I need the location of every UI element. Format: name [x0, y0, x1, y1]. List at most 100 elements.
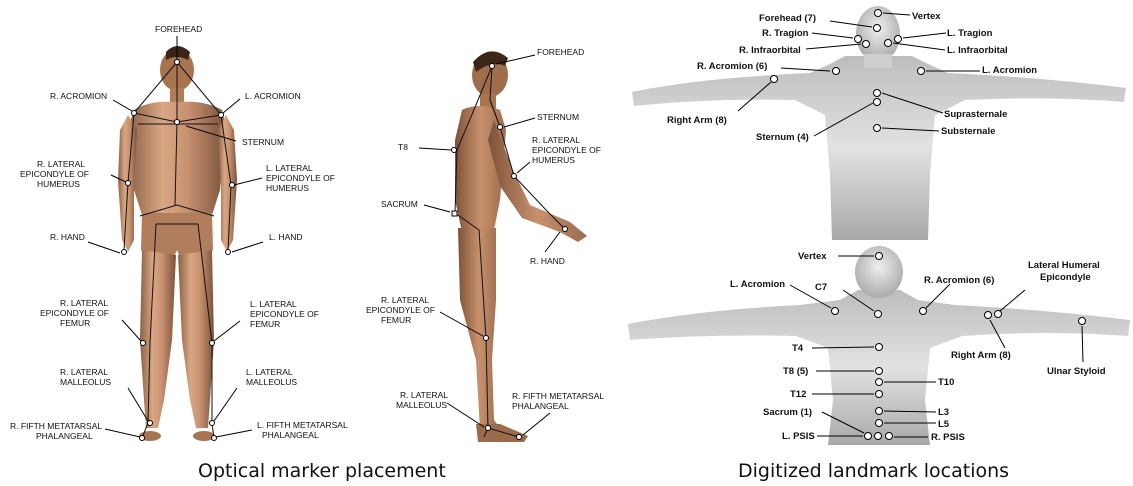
label-r-fifth-meta-2: PHALANGEAL — [36, 431, 93, 441]
label-l-acromion: L. Acromion — [982, 65, 1037, 76]
label-r-lat-epi-femur-1: R. LATERAL — [381, 295, 429, 305]
marker — [486, 426, 491, 431]
side-figure-body — [455, 51, 587, 442]
marker — [498, 125, 503, 130]
label-r-lat-epi-femur-3: FEMUR — [381, 315, 411, 325]
marker — [876, 391, 883, 398]
label-suprasternale: Suprasternale — [944, 109, 1007, 120]
marker — [832, 308, 839, 315]
label-t12: T12 — [790, 389, 806, 400]
label-t4: T4 — [792, 343, 804, 354]
back-torso: Vertex L. Acromion C7 R. Acromion (6) La… — [628, 246, 1130, 445]
marker — [876, 420, 883, 427]
front-figure: FOREHEAD R. ACROMION L. ACROMION STERNUM… — [10, 24, 348, 441]
marker — [876, 408, 883, 415]
front-torso: Forehead (7) Vertex R. Tragion L. Tragio… — [632, 6, 1126, 240]
label-vertex: Vertex — [798, 251, 827, 262]
marker — [210, 341, 215, 346]
label-l-fifth-meta-1: L. FIFTH METATARSAL — [257, 420, 348, 430]
label-substernale: Substernale — [941, 126, 995, 137]
marker — [141, 341, 146, 346]
label-l-hand: L. HAND — [269, 232, 303, 242]
marker — [865, 433, 872, 440]
label-r-lat-epi-humerus-3: HUMERUS — [532, 155, 575, 165]
marker — [148, 421, 153, 426]
side-figure: FOREHEAD STERNUM T8 R. LATERAL EPICONDYL… — [366, 47, 604, 442]
marker — [920, 308, 927, 315]
label-forehead: FOREHEAD — [155, 24, 202, 34]
marker — [886, 433, 893, 440]
label-t8: T8 (5) — [783, 366, 808, 377]
marker — [210, 421, 215, 426]
label-l3: L3 — [938, 407, 949, 418]
label-l-lat-epi-humerus-2: EPICONDYLE OF — [266, 173, 335, 183]
label-l-lat-malleolus-2: MALLEOLUS — [246, 377, 297, 387]
label-l-acromion: L. Acromion — [730, 279, 785, 290]
label-r-infraorbital: R. Infraorbital — [739, 45, 801, 56]
marker — [876, 379, 883, 386]
label-r-lat-epi-femur-2: EPICONDYLE OF — [40, 308, 109, 318]
label-r-lat-malleolus-1: R. LATERAL — [400, 390, 448, 400]
label-l-lat-epi-femur-2: EPICONDYLE OF — [250, 309, 319, 319]
label-l-fifth-meta-2: PHALANGEAL — [262, 430, 319, 440]
marker — [126, 181, 131, 186]
marker — [226, 250, 231, 255]
marker — [875, 433, 882, 440]
label-right-arm: Right Arm (8) — [667, 115, 727, 126]
marker — [212, 436, 217, 441]
label-ulnar-styloid: Ulnar Styloid — [1047, 366, 1106, 377]
label-r-lat-epi-humerus-2: EPICONDYLE OF — [532, 145, 601, 155]
label-r-lat-epi-humerus-1: R. LATERAL — [37, 159, 85, 169]
label-r-lat-epi-humerus-2: EPICONDYLE OF — [20, 169, 89, 179]
marker — [875, 10, 882, 17]
marker — [918, 68, 925, 75]
label-l-lat-epi-humerus-1: L. LATERAL — [266, 163, 313, 173]
marker — [874, 90, 881, 97]
marker — [855, 36, 862, 43]
marker — [219, 113, 224, 118]
label-r-lat-malleolus-2: MALLEOLUS — [396, 400, 447, 410]
marker — [995, 311, 1002, 318]
marker — [876, 344, 883, 351]
marker — [833, 68, 840, 75]
label-r-lat-epi-humerus-1: R. LATERAL — [532, 135, 580, 145]
marker — [885, 40, 892, 47]
label-r-fifth-meta-1: R. FIFTH METATARSAL — [10, 421, 102, 431]
marker — [484, 336, 489, 341]
label-sternum: STERNUM — [242, 137, 284, 147]
marker — [876, 253, 883, 260]
label-r-lat-malleolus-1: R. LATERAL — [60, 367, 108, 377]
label-r-lat-epi-femur-3: FEMUR — [60, 318, 90, 328]
label-sacrum: SACRUM — [381, 199, 418, 209]
marker — [863, 41, 870, 48]
marker — [563, 227, 568, 232]
marker — [230, 183, 235, 188]
label-sternum: STERNUM — [537, 112, 579, 122]
label-l-infraorbital: L. Infraorbital — [947, 45, 1008, 56]
label-l-lat-epi-femur-3: FEMUR — [250, 319, 280, 329]
marker — [875, 311, 882, 318]
label-sternum: Sternum (4) — [756, 132, 809, 143]
label-l-tragion: L. Tragion — [947, 28, 993, 39]
marker — [876, 368, 883, 375]
label-r-acromion: R. Acromion (6) — [697, 61, 767, 72]
label-sacrum: Sacrum (1) — [763, 407, 812, 418]
label-r-tragion: R. Tragion — [762, 28, 809, 39]
label-vertex: Vertex — [912, 11, 941, 22]
label-r-lat-epi-femur-1: R. LATERAL — [60, 298, 108, 308]
marker — [1079, 318, 1086, 325]
label-l5: L5 — [938, 419, 950, 430]
marker — [122, 250, 127, 255]
label-forehead: FOREHEAD — [537, 47, 584, 57]
marker — [512, 174, 517, 179]
marker — [140, 436, 145, 441]
marker — [452, 148, 457, 153]
marker — [490, 64, 495, 69]
marker — [895, 36, 902, 43]
marker — [175, 60, 180, 65]
label-right-arm: Right Arm (8) — [951, 350, 1011, 361]
caption-left: Optical marker placement — [198, 460, 446, 482]
label-c7: C7 — [815, 282, 827, 293]
